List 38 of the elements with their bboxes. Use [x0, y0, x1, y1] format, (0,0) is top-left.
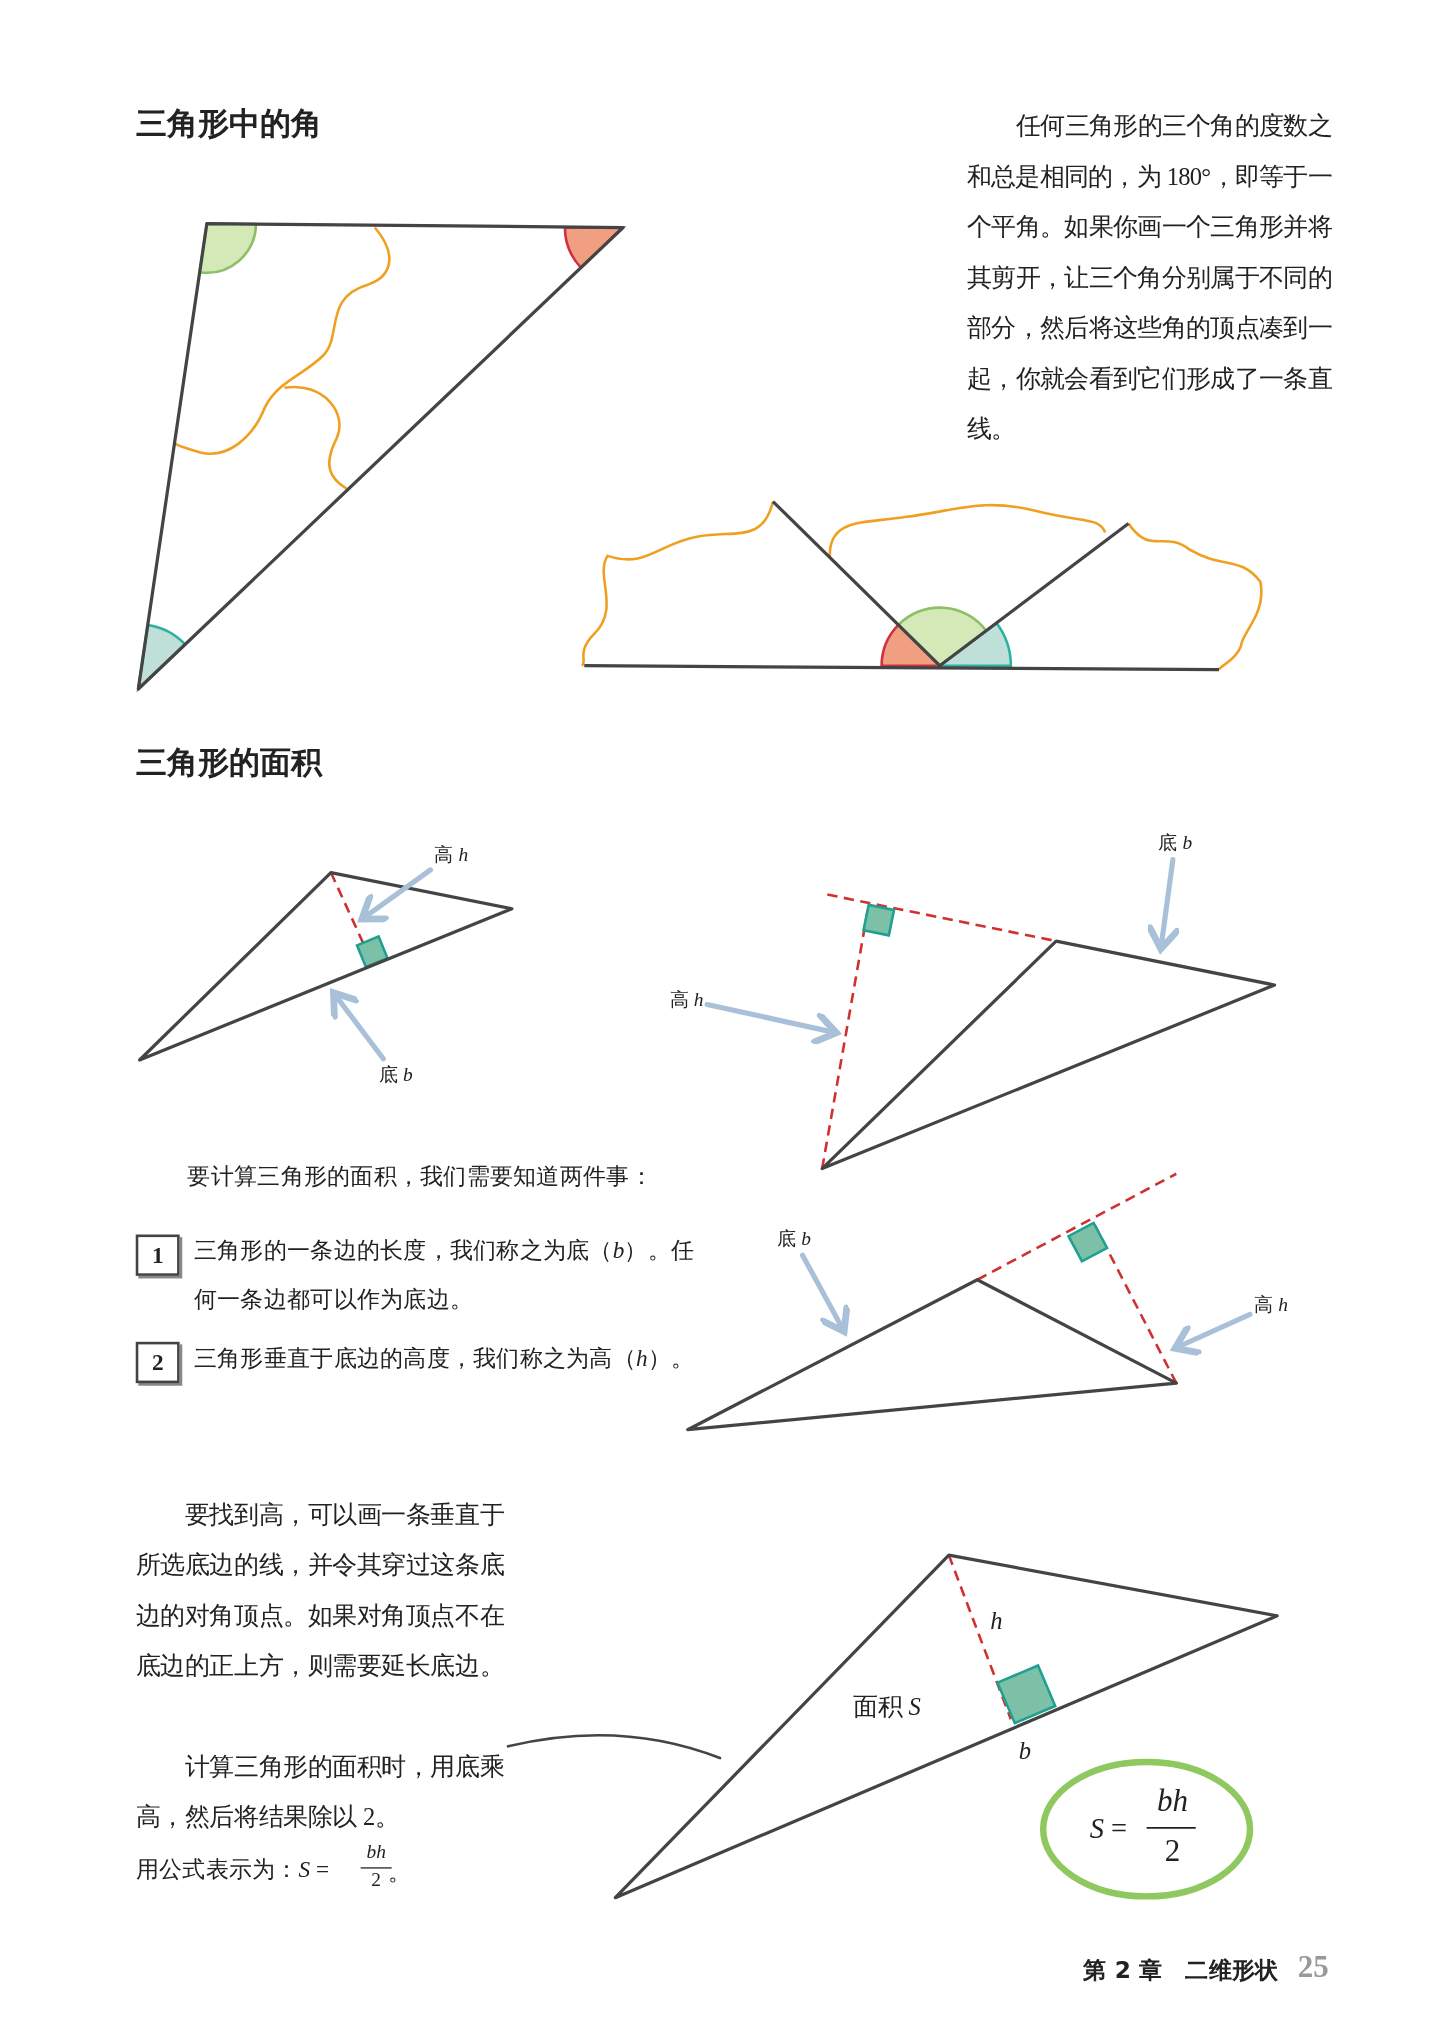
punctuation: 。: [387, 1857, 413, 1887]
page-number: 25: [1297, 1949, 1330, 1985]
paragraph: 要找到高，可以画一条垂直于所选底边的线，并令其穿过这条底边的对角顶点。如果对角顶点不在底边的正上方，则需要延长底边。: [135, 1499, 505, 1682]
area-label: 面积 S: [853, 1692, 922, 1723]
leader-arrow: [358, 867, 434, 923]
formula-text: S =: [1089, 1812, 1129, 1846]
callout-label: 底 b: [378, 1062, 413, 1088]
leader-arrow: [330, 989, 386, 1062]
formula-numerator: bh: [1155, 1783, 1189, 1819]
callout-label: 高 h: [1253, 1292, 1288, 1318]
triangle-drawing: [138, 870, 514, 1062]
formula-numerator: bh: [365, 1840, 387, 1863]
formula-text: 用公式表示为：S =: [135, 1855, 330, 1885]
callout-label: 高 h: [669, 987, 704, 1013]
formula-denominator: 2: [1163, 1834, 1182, 1870]
section-heading: 三角形的面积: [135, 743, 324, 783]
list-number: 2: [135, 1341, 180, 1384]
footer-text: 第 2 章 二维形状: [1083, 1954, 1280, 1985]
height-label: h: [990, 1606, 1004, 1636]
triangle-drawing: [613, 1553, 1279, 1900]
paragraph: 要计算三角形的面积，我们需要知道两件事：: [187, 1162, 654, 1192]
section-heading: 三角形中的角: [135, 105, 323, 145]
triangle-drawing: [820, 893, 1277, 1171]
list-item-text: 三角形的一条边的长度，我们称之为底（b）。任何一条边都可以作为底边。: [193, 1236, 696, 1315]
list-number: 1: [135, 1234, 180, 1276]
callout-label: 底 b: [776, 1226, 811, 1252]
leader-line: [506, 1733, 722, 1760]
list-item-text: 三角形垂直于底边的高度，我们称之为高（h）。: [193, 1344, 696, 1374]
paragraph: 任何三角形的三个角的度数之和总是相同的，为 180°，即等于一个平角。如果你画一个三角形并将其剪开，让三个角分别属于不同的部分，然后将这些角的顶点凑到一起，你就会看到它们形成了一条直线。: [966, 111, 1332, 445]
paragraph: 计算三角形的面积时，用底乘高，然后将结果除以 2。: [135, 1741, 505, 1843]
leader-arrow: [799, 1252, 851, 1335]
leader-arrow: [704, 1001, 840, 1046]
callout-label: 高 h: [434, 842, 469, 868]
leader-arrow: [1146, 857, 1181, 953]
leader-arrow: [1171, 1311, 1253, 1357]
base-label: b: [1018, 1737, 1032, 1766]
formula-denominator: 2: [370, 1869, 382, 1892]
callout-label: 底 b: [1158, 831, 1193, 856]
